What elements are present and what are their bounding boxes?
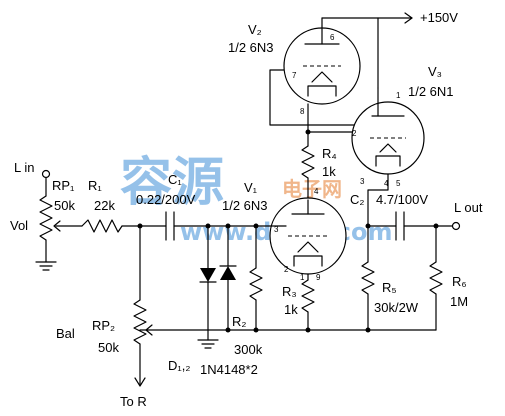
r6-ref: R₆	[452, 274, 467, 289]
v3-type: 1/2 6N1	[408, 84, 454, 99]
c2-ref: C₂	[350, 192, 364, 207]
output-section: L out C₂ 4.7/100V R₅ 30k/2W R₆ 1M	[350, 192, 483, 331]
rp2-potentiometer	[133, 299, 147, 345]
rp2-ref: RP₂	[92, 318, 115, 333]
v3-pin-grid: 2	[352, 129, 357, 138]
v1-name: V₁	[244, 180, 258, 195]
supply-rail: +150V	[321, 10, 458, 89]
r1-value: 22k	[94, 198, 115, 213]
v2-grid-wire	[269, 69, 369, 126]
l-out-terminal	[451, 221, 461, 231]
v1-pin-b2: 1	[300, 273, 305, 282]
input-section: L in RP₁ 50k Vol R₁ 22k C₁ 0.22/200V	[10, 160, 287, 271]
r4-ref: R₄	[322, 146, 337, 161]
supply-label: +150V	[420, 10, 458, 25]
r5-ref: R₅	[382, 280, 397, 295]
v3-cathode-wire	[367, 173, 389, 227]
v2-pin-cathode: 8	[300, 107, 305, 116]
v1-pin-b1: 2	[284, 265, 289, 274]
v2-type: 1/2 6N3	[228, 40, 274, 55]
tube-v2: 6 7 8 V₂ 1/2 6N3	[228, 22, 361, 116]
d1-diode	[200, 268, 216, 282]
clamp-network: R₂ 300k D₁,₂ 1N4148*2	[168, 223, 263, 377]
rp2-balance: RP₂ 50k Bal To R	[56, 225, 153, 409]
v1-pin-grid: 3	[274, 225, 279, 234]
watermark-main: 容源	[120, 153, 224, 213]
r3-ref: R₃	[282, 284, 297, 299]
l-in-terminal	[41, 169, 51, 179]
c1-ref: C₁	[168, 172, 182, 187]
tube-v3: 1 2 3 4 5 V₃ 1/2 6N1	[351, 64, 454, 188]
v2-pin-grid: 7	[292, 71, 297, 80]
v3-pin-top: 1	[396, 91, 401, 100]
r5-resistor	[361, 261, 375, 295]
v2-pin-top: 6	[330, 33, 335, 42]
v3-pin-h1: 3	[360, 177, 365, 186]
v2-name: V₂	[248, 22, 262, 37]
r4-resistor	[301, 145, 315, 179]
center-column: R₄ 1k	[301, 103, 353, 201]
r3-branch: R₃ 1k	[282, 273, 315, 331]
c1-value: 0.22/200V	[136, 192, 196, 207]
r6-value: 1M	[450, 294, 468, 309]
watermark-sub: 电子网	[282, 177, 342, 201]
v3-pin-h2: 4	[384, 179, 389, 188]
v1-type: 1/2 6N3	[222, 198, 268, 213]
d2-diode	[220, 266, 236, 280]
c2-value: 4.7/100V	[376, 192, 428, 207]
r2-value: 300k	[234, 342, 263, 357]
r5-value: 30k/2W	[374, 300, 419, 315]
rp2-value: 50k	[98, 340, 119, 355]
to-r-label: To R	[120, 394, 147, 409]
v3-name: V₃	[428, 64, 442, 79]
d12-ref: D₁,₂	[168, 358, 190, 373]
watermark: 容源 电子网 www.dziuu.com	[120, 153, 392, 246]
d12-value: 1N4148*2	[200, 362, 258, 377]
rp1-ref: RP₁	[52, 178, 75, 193]
v1-pin-b3: 9	[316, 273, 321, 282]
v1-pin-top: 4	[314, 187, 319, 196]
r1-ref: R₁	[88, 178, 102, 193]
r6-resistor	[429, 261, 443, 295]
tube-v1: 4 3 2 1 9 V₁ 1/2 6N3	[222, 180, 347, 282]
rp1-value: 50k	[54, 198, 75, 213]
l-in-label: L in	[14, 160, 34, 175]
rp1-potentiometer	[39, 195, 53, 241]
v3-pin-h3: 5	[396, 179, 401, 188]
rp2-note: Bal	[56, 326, 75, 341]
rp1-note: Vol	[10, 218, 28, 233]
r1-resistor	[81, 219, 123, 233]
r3-resistor	[301, 279, 315, 313]
l-out-label: L out	[454, 200, 483, 215]
r3-value: 1k	[284, 302, 298, 317]
r4-value: 1k	[322, 164, 336, 179]
r2-ref: R₂	[232, 314, 246, 329]
r2-resistor	[249, 267, 263, 301]
